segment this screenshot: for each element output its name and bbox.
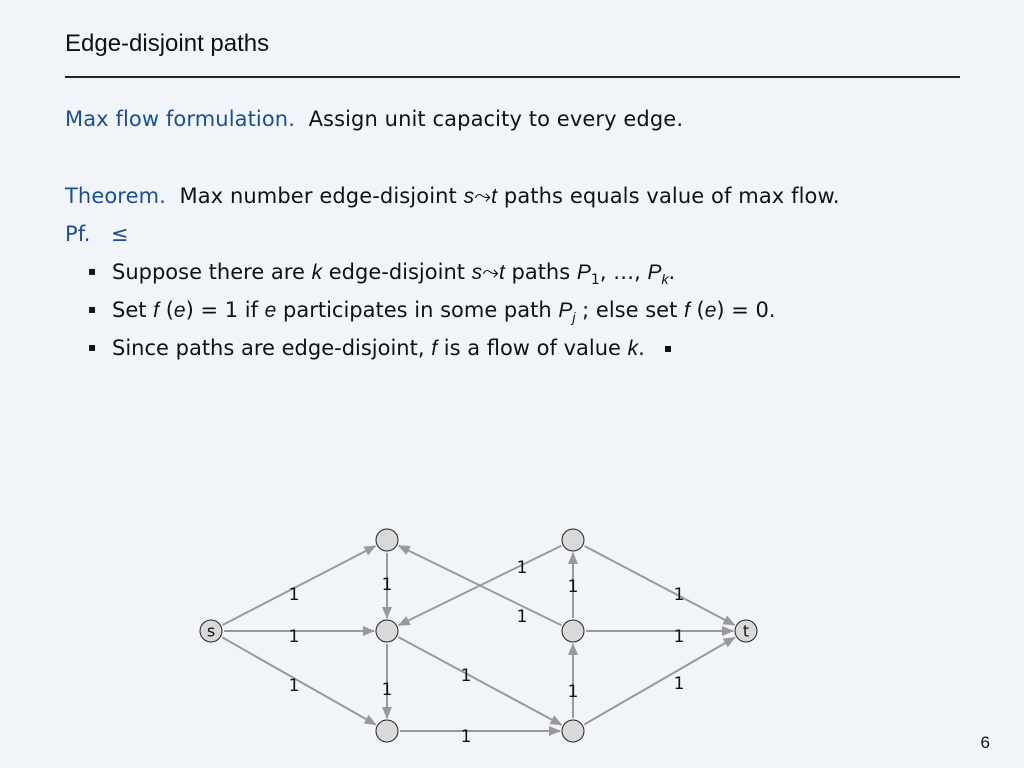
capacity-label-f-t: 1 bbox=[674, 674, 685, 694]
page-number: 6 bbox=[980, 733, 990, 752]
edge-d-t bbox=[584, 545, 736, 626]
capacity-label-a-b: 1 bbox=[382, 575, 393, 595]
capacity-label-d-b: 1 bbox=[517, 558, 528, 578]
proof-symbol: ≤ bbox=[110, 222, 129, 246]
line-proof: Pf. ≤ bbox=[65, 222, 129, 246]
bullet-marker: ▪ bbox=[88, 264, 97, 278]
theorem-t: t bbox=[491, 185, 498, 208]
capacity-label-d-t: 1 bbox=[674, 585, 685, 605]
node-e bbox=[561, 619, 585, 643]
node-label-s: s bbox=[207, 622, 215, 641]
capacity-label-c-f: 1 bbox=[461, 727, 472, 747]
node-t bbox=[734, 619, 758, 643]
theorem-text-b: paths equals value of max flow. bbox=[497, 184, 840, 208]
theorem-arrow: ⤳ bbox=[474, 184, 492, 208]
theorem-text-a: Max number edge-disjoint bbox=[179, 184, 464, 208]
capacity-label-e-a: 1 bbox=[517, 607, 528, 627]
capacity-label-e-d: 1 bbox=[568, 577, 579, 597]
capacity-label-b-f: 1 bbox=[461, 666, 472, 686]
edge-e-a bbox=[397, 544, 562, 627]
capacity-label-f-e: 1 bbox=[568, 682, 579, 702]
capacity-label-b-c: 1 bbox=[382, 680, 393, 700]
edge-f-t bbox=[583, 636, 736, 726]
theorem-heading: Theorem. bbox=[65, 184, 166, 208]
title-rule bbox=[65, 76, 960, 78]
qed-square bbox=[664, 346, 671, 352]
node-c bbox=[375, 719, 399, 743]
formulation-text: Assign unit capacity to every edge. bbox=[308, 107, 684, 131]
bullet-marker: ▪ bbox=[88, 340, 97, 354]
slide-title: Edge-disjoint paths bbox=[65, 30, 270, 57]
capacity-label-s-c: 1 bbox=[289, 676, 300, 696]
edge-s-a bbox=[222, 545, 377, 626]
edge-s-c bbox=[221, 636, 377, 726]
capacity-label-e-t: 1 bbox=[674, 627, 685, 647]
node-b bbox=[375, 619, 399, 643]
line-theorem: Theorem. Max number edge-disjoint s⤳t pa… bbox=[65, 184, 840, 209]
bullet-3: Since paths are edge-disjoint, f is a fl… bbox=[112, 336, 671, 361]
capacity-label-s-a: 1 bbox=[289, 585, 300, 605]
theorem-s: s bbox=[463, 185, 475, 208]
bullet-1: Suppose there are k edge-disjoint s⤳t pa… bbox=[112, 260, 676, 289]
node-s bbox=[199, 619, 223, 643]
formulation-heading: Max flow formulation. bbox=[65, 107, 295, 131]
line-formulation: Max flow formulation. Assign unit capaci… bbox=[65, 107, 683, 131]
node-f bbox=[561, 719, 585, 743]
bullet-marker: ▪ bbox=[88, 302, 97, 316]
edge-b-f bbox=[397, 636, 563, 726]
bullet-2: Set f (e) = 1 if e participates in some … bbox=[112, 298, 776, 326]
node-d bbox=[561, 528, 585, 552]
proof-heading: Pf. bbox=[65, 222, 91, 246]
capacity-label-s-b: 1 bbox=[289, 627, 300, 647]
node-label-t: t bbox=[743, 622, 749, 641]
node-a bbox=[375, 528, 399, 552]
